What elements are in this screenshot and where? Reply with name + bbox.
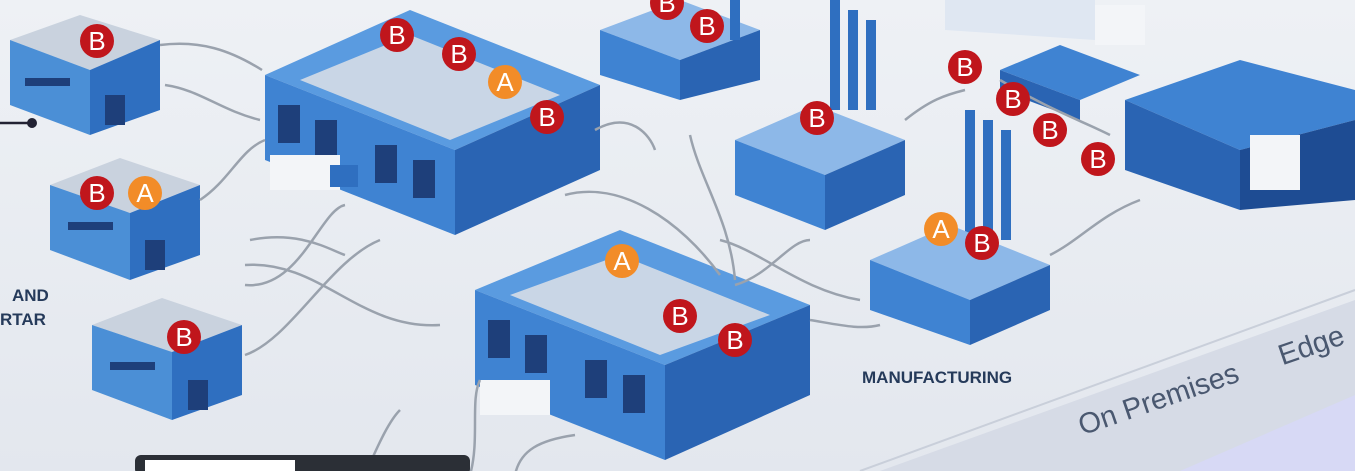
marker-b: B [530,100,564,134]
marker-a: A [605,244,639,278]
factory-1 [600,0,760,100]
marker-b: B [650,0,684,20]
marker-b: B [948,50,982,84]
marker-b: B [380,18,414,52]
marker-b: B [80,24,114,58]
marker-b: B [442,37,476,71]
marker-a: A [488,65,522,99]
retail-store-2 [50,158,200,280]
marker-b: B [1033,113,1067,147]
store-label-line1: AND [12,286,49,305]
callout-dot [27,118,37,128]
warehouse-2 [475,230,810,460]
store-label-line2: RTAR [0,310,46,329]
warehouse-1 [265,10,600,235]
manufacturing-label: MANUFACTURING [862,368,1013,387]
marker-b: B [663,299,697,333]
marker-b: B [1081,142,1115,176]
marker-b: B [996,82,1030,116]
marker-a: A [128,176,162,210]
laptop-device [135,455,470,471]
marker-b: B [80,176,114,210]
factory-3 [870,110,1050,345]
marker-b: B [718,323,752,357]
factory-2 [735,0,905,230]
marker-b: B [965,226,999,260]
marker-b: B [167,320,201,354]
marker-b: B [800,101,834,135]
shipping-container [1125,60,1355,210]
pallet-stack [945,0,1145,120]
retail-store-3 [92,298,242,420]
marker-a: A [924,212,958,246]
marker-b: B [690,9,724,43]
